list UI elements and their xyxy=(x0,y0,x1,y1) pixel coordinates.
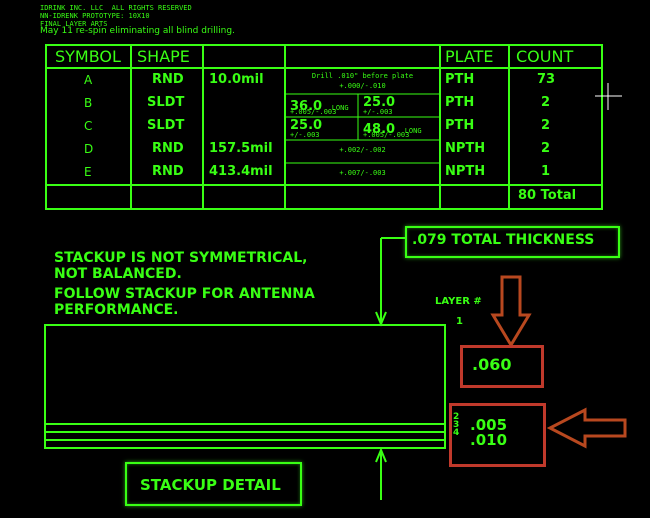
row-c-shape: SLDT xyxy=(147,118,185,133)
row-b-shape: SLDT xyxy=(147,95,185,110)
row-b-slot-height-tolerance: +/-.003 xyxy=(363,108,393,116)
layer-4-label: 4 xyxy=(453,428,460,438)
row-e-shape: RND xyxy=(152,164,184,179)
header-shape: SHAPE xyxy=(137,47,190,66)
row-c-plate: PTH xyxy=(445,118,475,133)
row-d-tolerance: +.002/-.002 xyxy=(339,146,386,154)
row-e-count: 1 xyxy=(541,164,551,179)
row-c-count: 2 xyxy=(541,118,551,133)
row-b-symbol: B xyxy=(84,96,93,110)
header-line-4: May 11 re-spin eliminating all blind dri… xyxy=(40,26,235,36)
header-line-1: IDRINK INC. LLC ALL RIGHTS RESERVED xyxy=(40,4,192,12)
row-e-tolerance: +.007/-.003 xyxy=(339,169,386,177)
header-plate: PLATE xyxy=(445,47,494,66)
row-d-plate: NPTH xyxy=(445,141,486,156)
stackup-note-line-2: NOT BALANCED. xyxy=(54,266,182,282)
core-thickness-value: .060 xyxy=(472,355,512,374)
row-a-symbol: A xyxy=(84,73,93,87)
thin-layer-3 xyxy=(44,439,446,449)
stackup-detail-label: STACKUP DETAIL xyxy=(140,476,281,494)
drill-table-border xyxy=(45,44,603,210)
thin-layer-value-2: .010 xyxy=(470,431,508,449)
row-c-slot-height-tolerance: +.005/-.003 xyxy=(363,131,410,139)
row-e-plate: NPTH xyxy=(445,164,486,179)
row-e-size: 413.4mil xyxy=(209,164,273,179)
row-d-count: 2 xyxy=(541,141,551,156)
stackup-note-line-3: FOLLOW STACKUP FOR ANTENNA xyxy=(54,286,315,302)
arrow-down-icon xyxy=(375,311,387,327)
stackup-note-line-4: PERFORMANCE. xyxy=(54,302,179,318)
row-b-slot-width-tolerance: +.005/-.003 xyxy=(290,108,337,116)
layer-2-label: 2 xyxy=(453,412,460,422)
crosshair-cursor-icon xyxy=(595,83,622,110)
layer-numbers: 2 3 4 xyxy=(453,412,460,438)
row-b-slot-width: 36.0 LONG xyxy=(290,99,349,114)
row-b-count: 2 xyxy=(541,95,551,110)
row-e-symbol: E xyxy=(84,165,92,179)
row-a-plate: PTH xyxy=(445,72,475,87)
row-a-size: 10.0mil xyxy=(209,72,264,87)
thin-layer-1 xyxy=(44,423,446,433)
header-line-2: NN-IDRENK PROTOTYPE: 10X10 xyxy=(40,12,150,20)
row-a-tolerance: +.000/-.010 xyxy=(339,82,386,90)
layer-3-label: 3 xyxy=(453,420,460,430)
row-b-plate: PTH xyxy=(445,95,475,110)
row-d-symbol: D xyxy=(84,142,94,156)
header-line-3: FINAL LAYER ARTS xyxy=(40,20,108,28)
thin-layer-value-1: .005 xyxy=(470,416,508,434)
row-a-shape: RND xyxy=(152,72,184,87)
row-c-slot-width-tolerance: +/-.003 xyxy=(290,131,320,139)
stackup-note-line-1: STACKUP IS NOT SYMMETRICAL, xyxy=(54,250,308,266)
core-thickness-box xyxy=(460,345,544,388)
row-c-symbol: C xyxy=(84,119,93,133)
row-c-slot-width: 25.0 xyxy=(290,118,323,133)
row-b-slot-height: 25.0 xyxy=(363,95,396,110)
thin-layer-2 xyxy=(44,431,446,441)
total-thickness-box xyxy=(405,226,620,258)
row-d-shape: RND xyxy=(152,141,184,156)
header-symbol: SYMBOL xyxy=(55,47,121,66)
row-d-size: 157.5mil xyxy=(209,141,273,156)
layer-number-label: LAYER # xyxy=(435,296,482,307)
total-thickness-label: .079 TOTAL THICKNESS xyxy=(412,232,595,248)
thin-layer-values: .005 .010 xyxy=(470,418,507,448)
total-count: 80 Total xyxy=(518,188,577,203)
row-a-tolerance-note: Drill .010" before plate xyxy=(311,72,414,80)
layer-1-label: 1 xyxy=(456,316,463,327)
red-left-arrow-icon xyxy=(546,407,627,449)
thin-layers-box xyxy=(449,403,546,467)
core-layer xyxy=(44,324,446,425)
header-count: COUNT xyxy=(516,47,574,66)
stackup-detail-box xyxy=(125,462,302,506)
red-down-arrow-icon xyxy=(490,275,532,348)
arrow-up-icon xyxy=(375,447,387,463)
row-c-slot-height: 48.0 LONG xyxy=(363,122,422,137)
row-a-count: 73 xyxy=(537,72,556,87)
